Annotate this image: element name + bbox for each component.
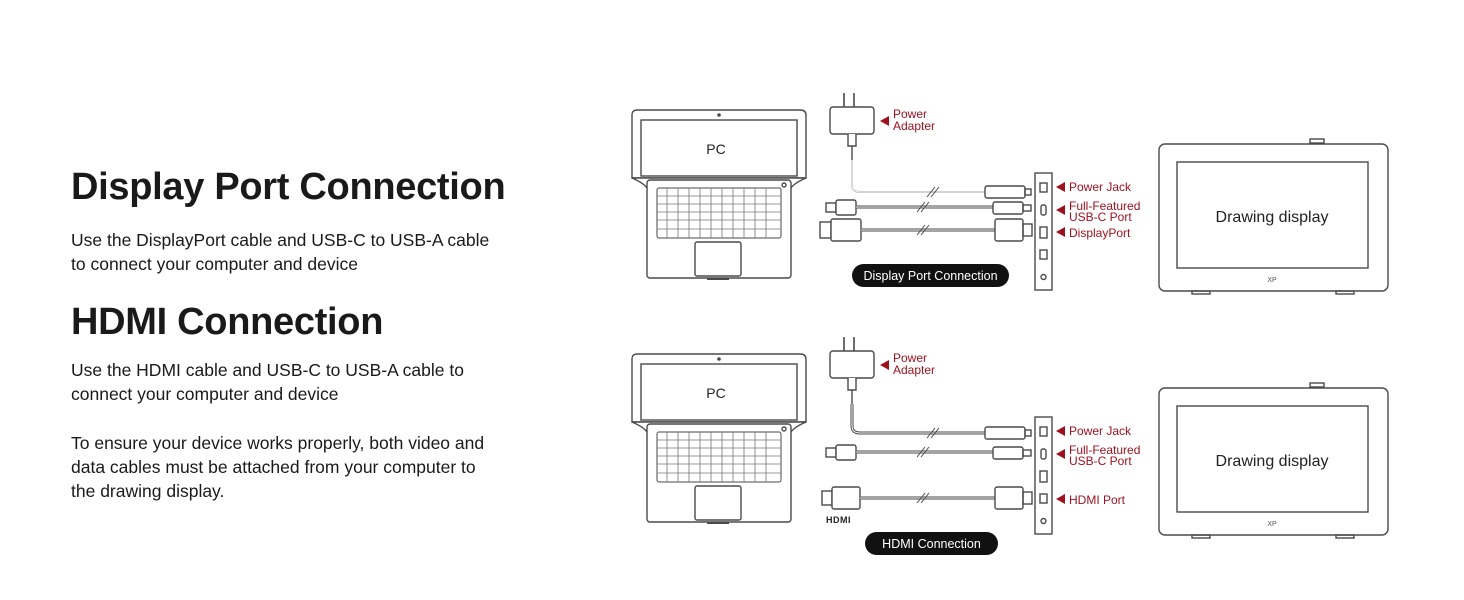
power-adapter-label-1: Power bbox=[893, 351, 927, 365]
drawing-display-label: Drawing display bbox=[1216, 453, 1329, 470]
port-panel-icon bbox=[1034, 416, 1053, 535]
displayport-description: Use the DisplayPort cable and USB-C to U… bbox=[71, 230, 490, 274]
hdmi-heading: HDMI Connection bbox=[71, 301, 384, 343]
arrow-left-icon bbox=[1056, 449, 1065, 459]
arrow-left-icon bbox=[1056, 426, 1065, 436]
power-plug-icon bbox=[984, 185, 1026, 199]
usb-a-plug-icon bbox=[825, 202, 837, 213]
arrow-left-icon bbox=[880, 360, 889, 370]
usb-c-label-2: USB-C Port bbox=[1069, 210, 1132, 224]
displayport-port-label: DisplayPort bbox=[1069, 226, 1131, 240]
usb-c-label-1: Full-Featured bbox=[1069, 199, 1140, 213]
arrow-left-icon bbox=[880, 116, 889, 126]
laptop-icon bbox=[631, 109, 807, 281]
displayport-heading: Display Port Connection bbox=[71, 166, 506, 208]
arrow-left-icon bbox=[1056, 227, 1065, 237]
usb-c-label-1: Full-Featured bbox=[1069, 443, 1140, 457]
drawing-display-label: Drawing display bbox=[1216, 209, 1329, 226]
hdmi-diagram: PC HDMI Drawing display Power Adapter bbox=[631, 336, 1389, 555]
hdmi-badge-text: HDMI Connection bbox=[882, 537, 981, 551]
hdmi-badge bbox=[865, 532, 998, 555]
power-adapter-icon bbox=[829, 92, 875, 161]
arrow-left-icon bbox=[1056, 494, 1065, 504]
power-adapter-label-2: Adapter bbox=[893, 119, 935, 133]
power-plug-icon bbox=[984, 426, 1026, 440]
displayport-diagram: PC Drawing display Power A bbox=[631, 92, 1389, 295]
pc-label: PC bbox=[706, 141, 725, 157]
power-jack-label: Power Jack bbox=[1069, 180, 1132, 194]
hdmi-port-label: HDMI Port bbox=[1069, 493, 1126, 507]
cable-note: To ensure your device works properly, bo… bbox=[71, 433, 485, 501]
usb-c-plug-icon bbox=[992, 201, 1024, 215]
pc-label: PC bbox=[706, 385, 725, 401]
port-panel-icon bbox=[1034, 172, 1053, 291]
displayport-badge-text: Display Port Connection bbox=[863, 269, 997, 283]
usb-c-label-2: USB-C Port bbox=[1069, 454, 1132, 468]
power-adapter-label-2: Adapter bbox=[893, 363, 935, 377]
hdmi-logo: HDMI bbox=[826, 515, 851, 525]
displayport-plug-icon bbox=[819, 221, 832, 239]
hdmi-description: Use the HDMI cable and USB-C to USB-A ca… bbox=[71, 360, 464, 404]
usb-c-plug-icon bbox=[992, 446, 1024, 460]
laptop-icon bbox=[631, 353, 807, 525]
arrow-left-icon bbox=[1056, 182, 1065, 192]
power-adapter-label-1: Power bbox=[893, 107, 927, 121]
usb-a-plug-icon bbox=[825, 447, 837, 458]
displayport-badge bbox=[852, 264, 1009, 287]
arrow-left-icon bbox=[1056, 205, 1065, 215]
power-adapter-icon bbox=[829, 336, 875, 405]
power-jack-label: Power Jack bbox=[1069, 424, 1132, 438]
hdmi-plug-icon bbox=[821, 490, 833, 506]
